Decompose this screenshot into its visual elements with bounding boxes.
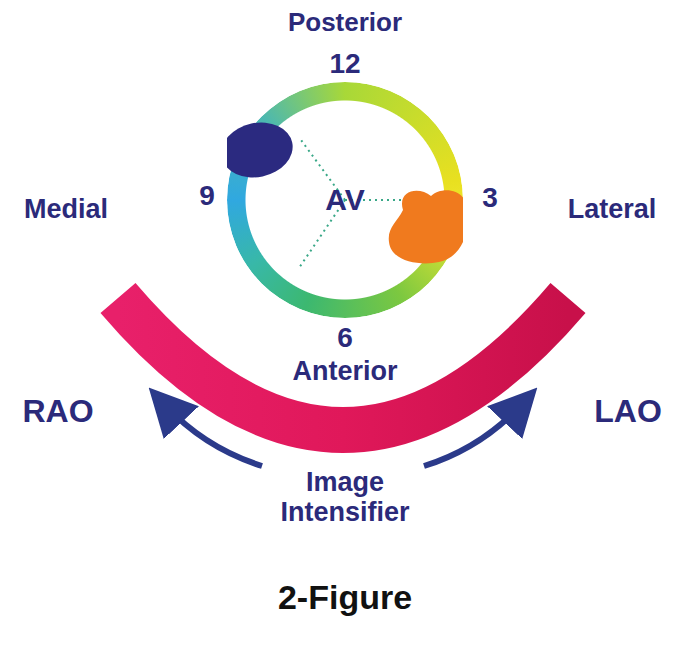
clock-number: 6 — [337, 323, 353, 354]
projection-label: LAO — [594, 394, 662, 429]
coronary-ostium — [389, 190, 463, 263]
clock-number: 9 — [199, 181, 215, 212]
direction-label: Lateral — [568, 195, 657, 225]
valve-ring: AV — [227, 82, 463, 318]
projection-label: RAO — [22, 394, 93, 429]
device-label: Image Intensifier — [250, 468, 440, 527]
valve-label: AV — [325, 183, 364, 217]
coronary-ostium — [227, 116, 298, 184]
rotation-arrow — [165, 405, 262, 466]
direction-label: Posterior — [288, 8, 402, 37]
figure-caption: 2-Figure — [278, 579, 412, 616]
direction-label: Anterior — [292, 357, 397, 387]
direction-label: Medial — [24, 195, 108, 225]
clock-number: 3 — [482, 183, 498, 214]
clock-number: 12 — [329, 49, 360, 80]
rotation-arrow — [424, 405, 521, 466]
